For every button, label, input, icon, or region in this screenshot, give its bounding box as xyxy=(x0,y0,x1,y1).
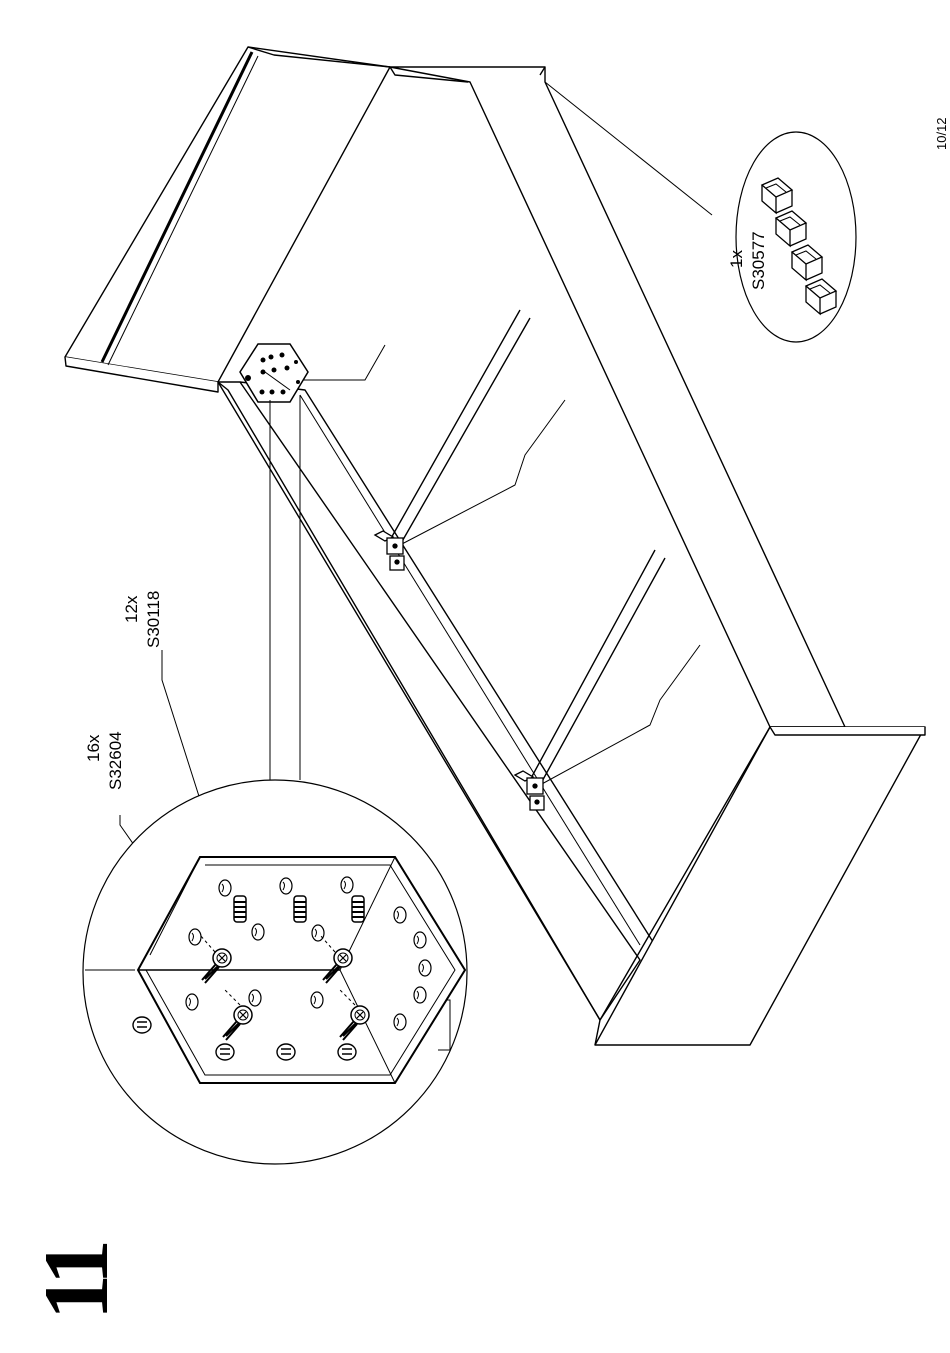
headboard xyxy=(65,47,390,382)
glide-pad-part-code: S30577 xyxy=(750,231,767,290)
footboard xyxy=(595,727,925,1045)
screw-part-code: S32604 xyxy=(107,731,124,790)
detail-callout-circle xyxy=(83,780,467,1164)
dowel-icon xyxy=(234,896,246,922)
corner-bracket-detail xyxy=(240,344,308,402)
screw-quantity-label: 16x xyxy=(85,735,102,762)
rail-bracket-1 xyxy=(375,531,404,570)
glide-pad-quantity-label: 1x xyxy=(728,250,745,268)
page-number: 10/12 xyxy=(935,117,948,150)
dowel-part-code: S30118 xyxy=(145,591,162,648)
step-number: 11 xyxy=(30,1245,122,1320)
dowel-quantity-label: 12x xyxy=(123,596,140,623)
